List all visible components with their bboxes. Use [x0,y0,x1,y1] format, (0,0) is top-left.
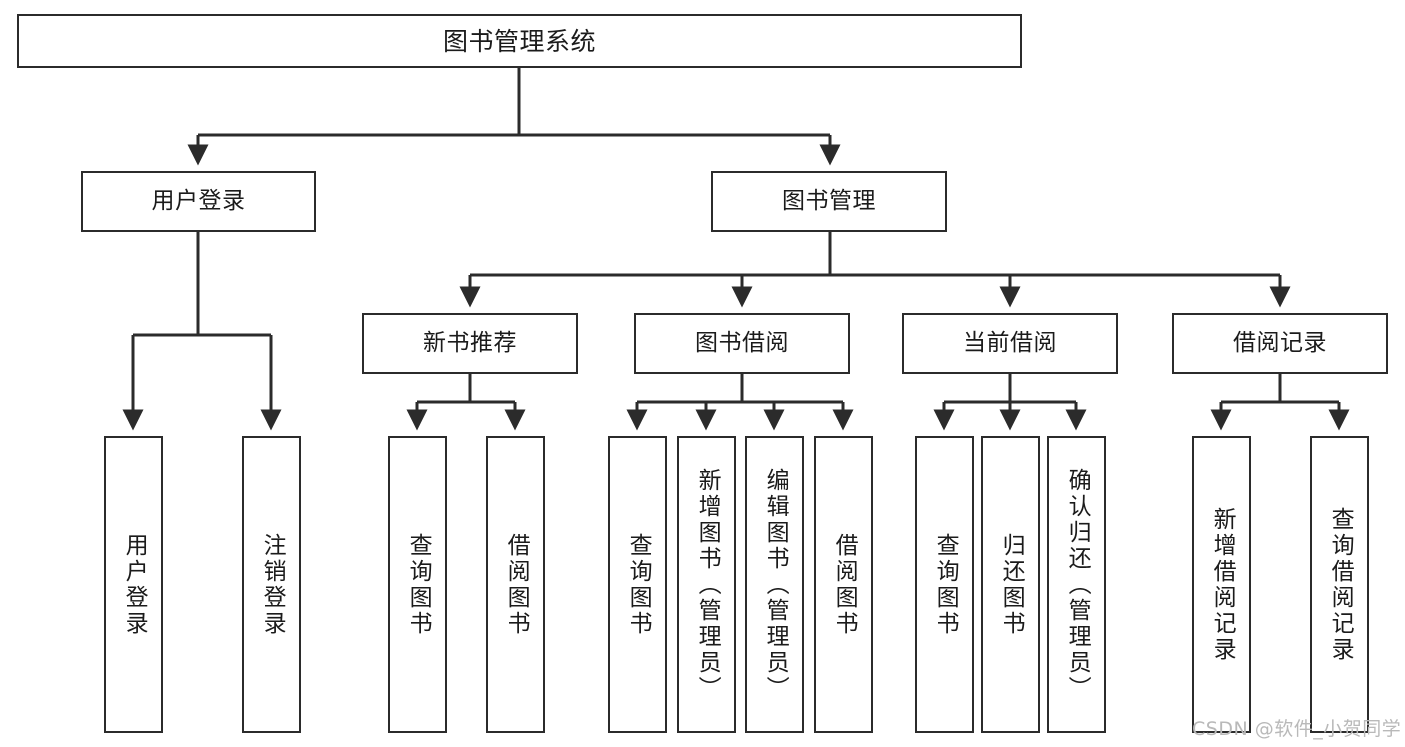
leaf-borrow-book-newbook-label: 借阅图书 [503,532,530,637]
leaf-borrow-book-newbook[interactable]: 借阅图书 [486,436,545,733]
leaf-add-borrow-record[interactable]: 新增借阅记录 [1192,436,1251,733]
leaf-query-book-newbook-label: 查询图书 [405,532,432,637]
node-book-borrow[interactable]: 图书借阅 [634,313,850,374]
leaf-add-book-admin-label: 新增图书（管理员） [694,467,721,702]
node-borrow-record-label: 借阅记录 [1233,330,1327,356]
node-borrow-record[interactable]: 借阅记录 [1172,313,1388,374]
leaf-add-book-admin[interactable]: 新增图书（管理员） [677,436,736,733]
leaf-query-book-borrow-label: 查询图书 [625,532,652,637]
leaf-confirm-return-admin-label: 确认归还（管理员） [1064,467,1091,702]
leaf-add-borrow-record-label: 新增借阅记录 [1209,506,1236,663]
leaf-query-book-current-label: 查询图书 [932,532,959,637]
leaf-logout[interactable]: 注销登录 [242,436,301,733]
node-book-management-label: 图书管理 [782,188,876,214]
leaf-query-borrow-record-label: 查询借阅记录 [1327,506,1354,663]
node-user-login-label: 用户登录 [151,188,246,214]
leaf-query-book-borrow[interactable]: 查询图书 [608,436,667,733]
leaf-logout-label: 注销登录 [259,532,286,637]
node-new-book-recommend[interactable]: 新书推荐 [362,313,578,374]
node-user-login[interactable]: 用户登录 [81,171,316,232]
leaf-user-login[interactable]: 用户登录 [104,436,163,733]
leaf-return-book[interactable]: 归还图书 [981,436,1040,733]
leaf-query-book-newbook[interactable]: 查询图书 [388,436,447,733]
leaf-user-login-label: 用户登录 [121,532,148,637]
leaf-edit-book-admin[interactable]: 编辑图书（管理员） [745,436,804,733]
leaf-borrow-book-label: 借阅图书 [831,532,858,637]
node-new-book-recommend-label: 新书推荐 [423,330,517,356]
leaf-borrow-book[interactable]: 借阅图书 [814,436,873,733]
node-book-management[interactable]: 图书管理 [711,171,947,232]
leaf-query-borrow-record[interactable]: 查询借阅记录 [1310,436,1369,733]
node-root-system-label: 图书管理系统 [442,26,596,56]
node-book-borrow-label: 图书借阅 [695,330,789,356]
leaf-edit-book-admin-label: 编辑图书（管理员） [762,467,789,702]
leaf-confirm-return-admin[interactable]: 确认归还（管理员） [1047,436,1106,733]
node-root-system[interactable]: 图书管理系统 [17,14,1022,68]
leaf-query-book-current[interactable]: 查询图书 [915,436,974,733]
node-current-borrow[interactable]: 当前借阅 [902,313,1118,374]
leaf-return-book-label: 归还图书 [998,532,1025,637]
node-current-borrow-label: 当前借阅 [963,330,1057,356]
